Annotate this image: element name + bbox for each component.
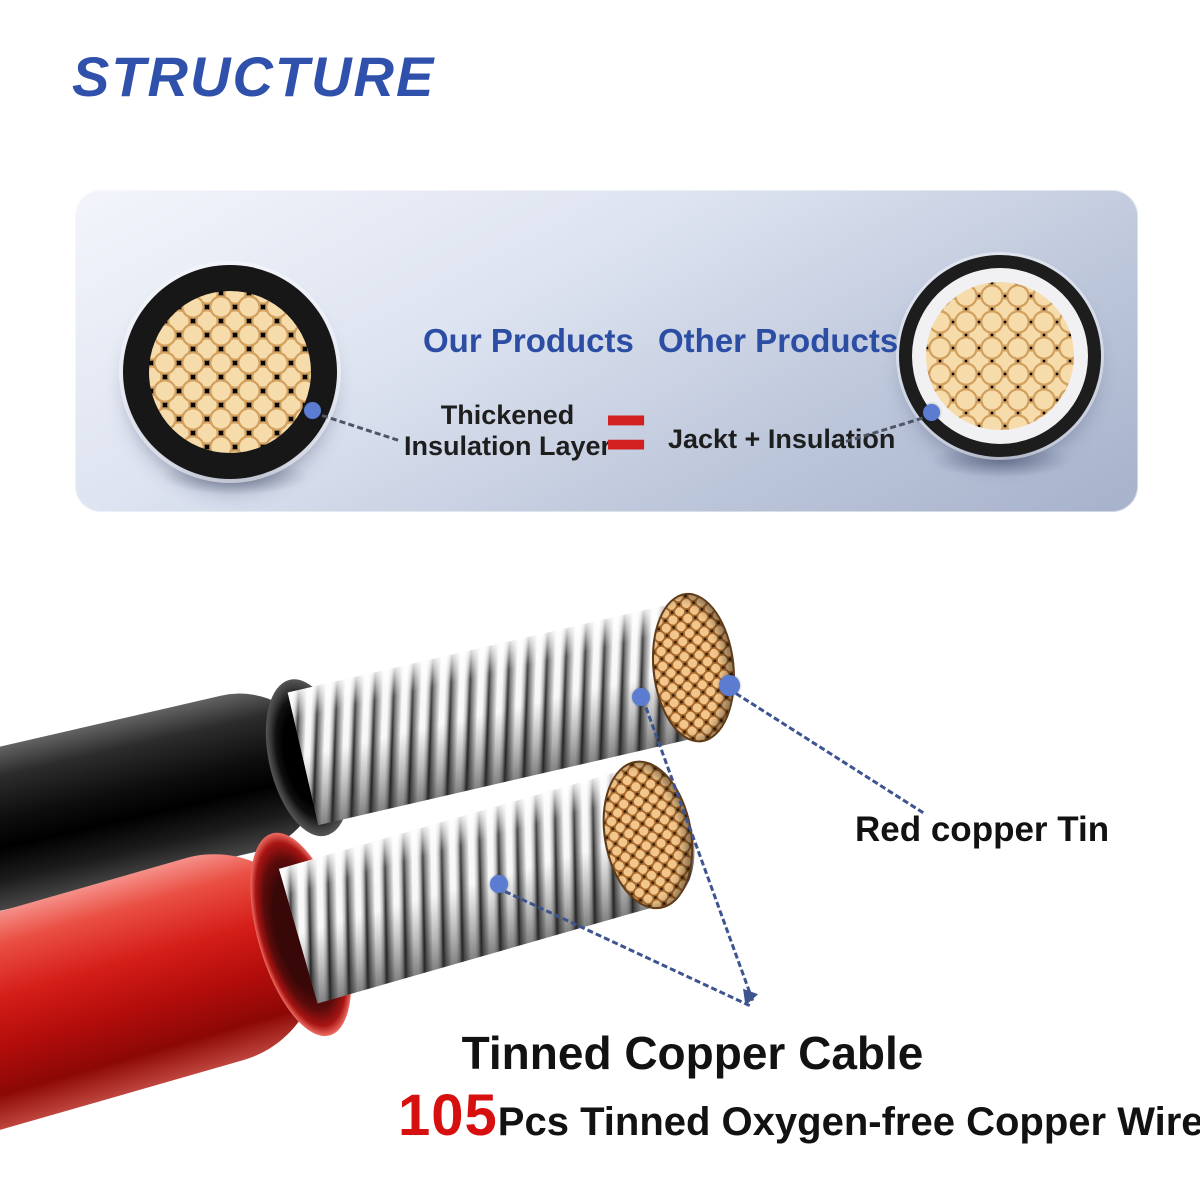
thickened-insulation-callout: Thickened Insulation Layer <box>400 400 615 463</box>
page-title: STRUCTURE <box>72 45 436 108</box>
callout-dot <box>304 402 321 419</box>
other-products-label: Other Products <box>658 322 899 359</box>
thickened-line2: Insulation Layer <box>403 431 612 462</box>
callout-dot <box>923 404 940 421</box>
wire-count-suffix: Pcs Tinned Oxygen-free Copper Wire <box>497 1100 1200 1144</box>
thickened-line1: Thickened <box>440 400 575 430</box>
callout-dot <box>719 675 740 696</box>
red-copper-tin-label: Red copper Tin <box>855 810 1110 849</box>
callout-dot <box>490 875 508 893</box>
our-product-cross-section <box>123 265 337 479</box>
arrow-icon <box>737 988 759 1009</box>
cable-heading: Tinned Copper Cable <box>461 1027 924 1079</box>
copper-strands-pattern <box>926 282 1074 430</box>
callout-dot <box>632 688 650 706</box>
wire-count: 105 <box>398 1083 498 1148</box>
our-products-label: Our Products <box>423 322 634 359</box>
copper-strands-pattern <box>149 291 311 453</box>
other-product-cross-section <box>899 255 1101 457</box>
jacket-insulation-callout: Jackt + Insulation <box>668 424 896 454</box>
equals-icon: = <box>604 382 648 483</box>
